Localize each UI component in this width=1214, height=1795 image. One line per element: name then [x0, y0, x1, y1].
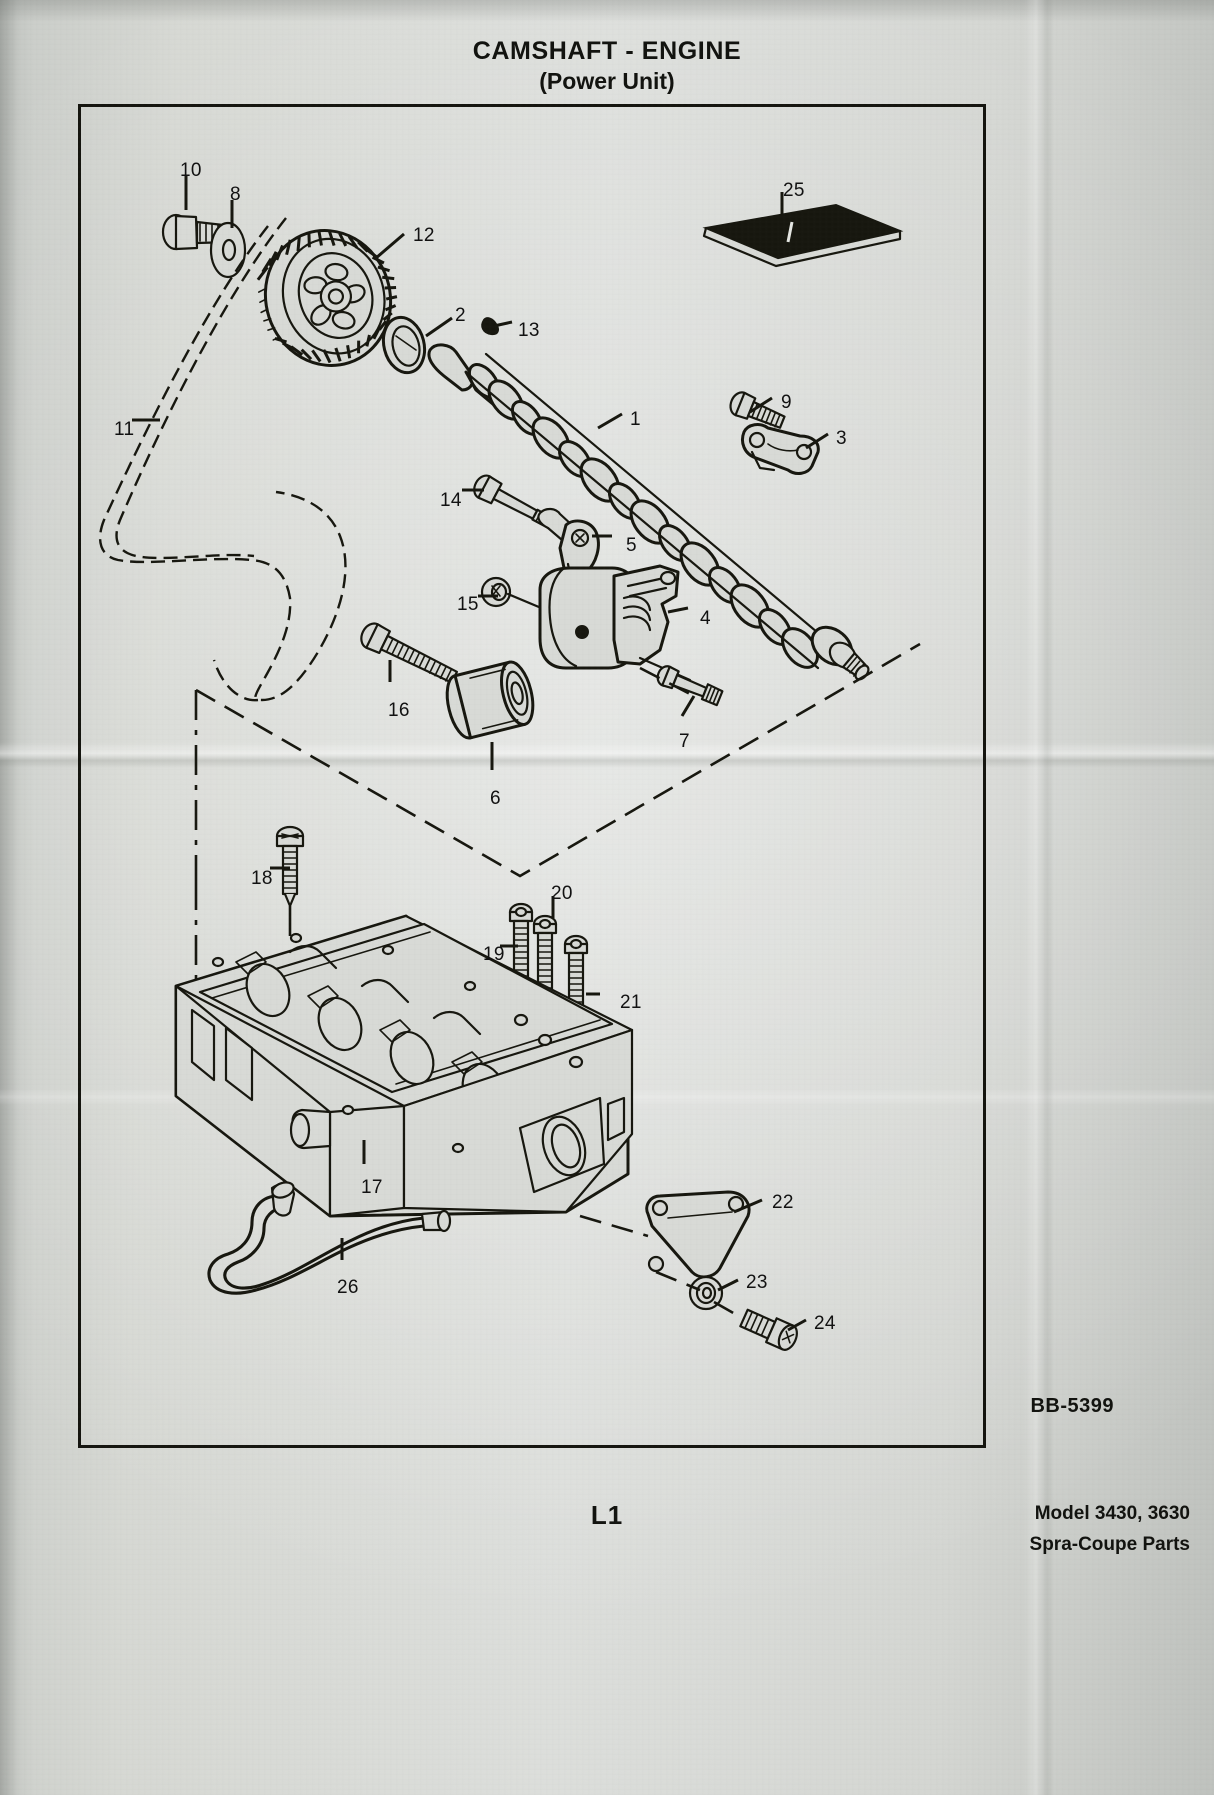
callout-11-timing-belt: 11 [114, 419, 135, 440]
callout-26-coolant-hose: 26 [337, 1277, 359, 1298]
drawing-code: BB-5399 [1030, 1395, 1114, 1417]
callout-2-camshaft-oil-seal: 2 [455, 305, 466, 326]
model-info: Model 3430, 3630 Spra-Coupe Parts [1030, 1498, 1190, 1560]
title-sub-text: (Power Unit) [539, 68, 675, 94]
callout-15-tensioner-spacer: 15 [457, 594, 479, 615]
callout-8-gear-washer: 8 [230, 184, 241, 205]
callout-14-tensioner-long-bolt: 14 [440, 490, 462, 511]
sheet-id: L1 [590, 1500, 624, 1530]
callout-17-cylinder-head: 17 [361, 1177, 383, 1198]
callout-24-plate-bolt: 24 [814, 1313, 836, 1334]
callout-16-idler-pulley-bolt: 16 [388, 700, 410, 721]
page-title: CAMSHAFT - ENGINE (Power Unit) [0, 36, 1214, 96]
scan-edge-left [0, 0, 34, 1795]
title-main-text: CAMSHAFT - ENGINE [472, 37, 742, 65]
callout-21-head-bolt-long: 21 [620, 992, 642, 1013]
callout-3-camshaft-retainer-bracket: 3 [836, 428, 847, 449]
callout-19-head-bolt-short: 19 [483, 944, 505, 965]
callout-18-cover-screw: 18 [251, 868, 273, 889]
scan-edge-top [0, 0, 1214, 22]
paper-fold-vertical [1024, 0, 1054, 1795]
callout-1-camshaft: 1 [630, 409, 641, 430]
callout-20-head-bolt-medium: 20 [551, 883, 573, 904]
callout-5-tensioner-stud-lever: 5 [626, 535, 637, 556]
callout-9-bracket-bolt: 9 [781, 392, 792, 413]
callout-25-valve-cover-gasket: 25 [783, 180, 805, 201]
callout-7-tensioner-bolt: 7 [679, 731, 690, 752]
callout-6-idler-pulley: 6 [490, 788, 501, 809]
drawing-frame [78, 104, 986, 1448]
callout-12-camshaft-timing-gear: 12 [413, 225, 435, 246]
model-line: Model 3430, 3630 [1034, 1503, 1190, 1524]
callout-13-woodruff-key: 13 [518, 320, 540, 341]
callout-23-plate-washer: 23 [746, 1272, 768, 1293]
callout-10-gear-retaining-bolt: 10 [180, 160, 202, 181]
callout-22-mounting-plate: 22 [772, 1192, 794, 1213]
callout-4-belt-tensioner-assembly: 4 [700, 608, 711, 629]
brand-line: Spra-Coupe Parts [1029, 1534, 1190, 1555]
